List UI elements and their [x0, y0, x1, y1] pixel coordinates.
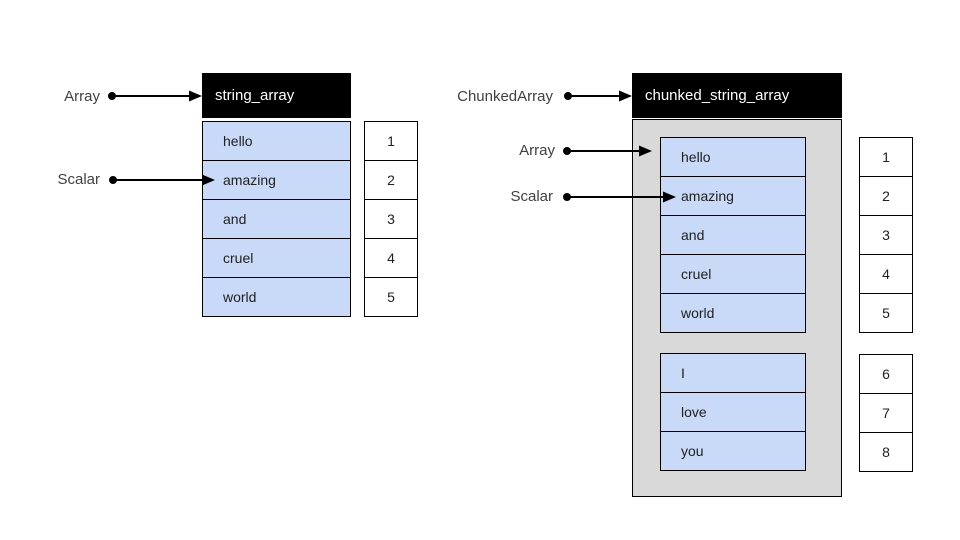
value-cell: hello — [202, 121, 351, 161]
index-cell: 3 — [364, 199, 418, 239]
chunked-array-pointer-arrow — [564, 90, 632, 102]
chunk-1-cells: hello amazing and cruel world — [660, 137, 806, 333]
chunk-1-index-column: 1 2 3 4 5 — [859, 137, 913, 333]
index-cell: 2 — [364, 160, 418, 200]
index-cell: 4 — [859, 254, 913, 294]
right-scalar-label: Scalar — [510, 188, 553, 205]
index-cell: 1 — [364, 121, 418, 161]
left-array-label: Array — [64, 88, 100, 105]
value-cell: amazing — [660, 176, 806, 216]
string-array-header: string_array — [202, 73, 351, 118]
index-cell: 6 — [859, 354, 913, 394]
chunk-2-cells: I love you — [660, 353, 806, 471]
index-cell: 5 — [364, 277, 418, 317]
value-cell: and — [660, 215, 806, 255]
index-cell: 1 — [859, 137, 913, 177]
value-cell: world — [202, 277, 351, 317]
index-cell: 3 — [859, 215, 913, 255]
left-scalar-pointer-arrow — [109, 174, 215, 186]
index-cell: 8 — [859, 432, 913, 472]
value-cell: love — [660, 392, 806, 432]
value-cell: hello — [660, 137, 806, 177]
left-scalar-label: Scalar — [57, 171, 100, 188]
value-cell: and — [202, 199, 351, 239]
chunk-2-index-column: 6 7 8 — [859, 354, 913, 472]
value-cell: world — [660, 293, 806, 333]
index-cell: 7 — [859, 393, 913, 433]
index-cell: 4 — [364, 238, 418, 278]
index-cell: 2 — [859, 176, 913, 216]
value-cell: cruel — [660, 254, 806, 294]
left-array-pointer-arrow — [108, 90, 202, 102]
string-array-cells: hello amazing and cruel world — [202, 121, 351, 317]
value-cell: you — [660, 431, 806, 471]
chunked-string-array-header: chunked_string_array — [632, 73, 842, 118]
value-cell: cruel — [202, 238, 351, 278]
right-array-label: Array — [519, 142, 555, 159]
index-cell: 5 — [859, 293, 913, 333]
string-array-index-column: 1 2 3 4 5 — [364, 121, 418, 317]
value-cell: I — [660, 353, 806, 393]
chunked-array-label: ChunkedArray — [457, 88, 553, 105]
value-cell: amazing — [202, 160, 351, 200]
